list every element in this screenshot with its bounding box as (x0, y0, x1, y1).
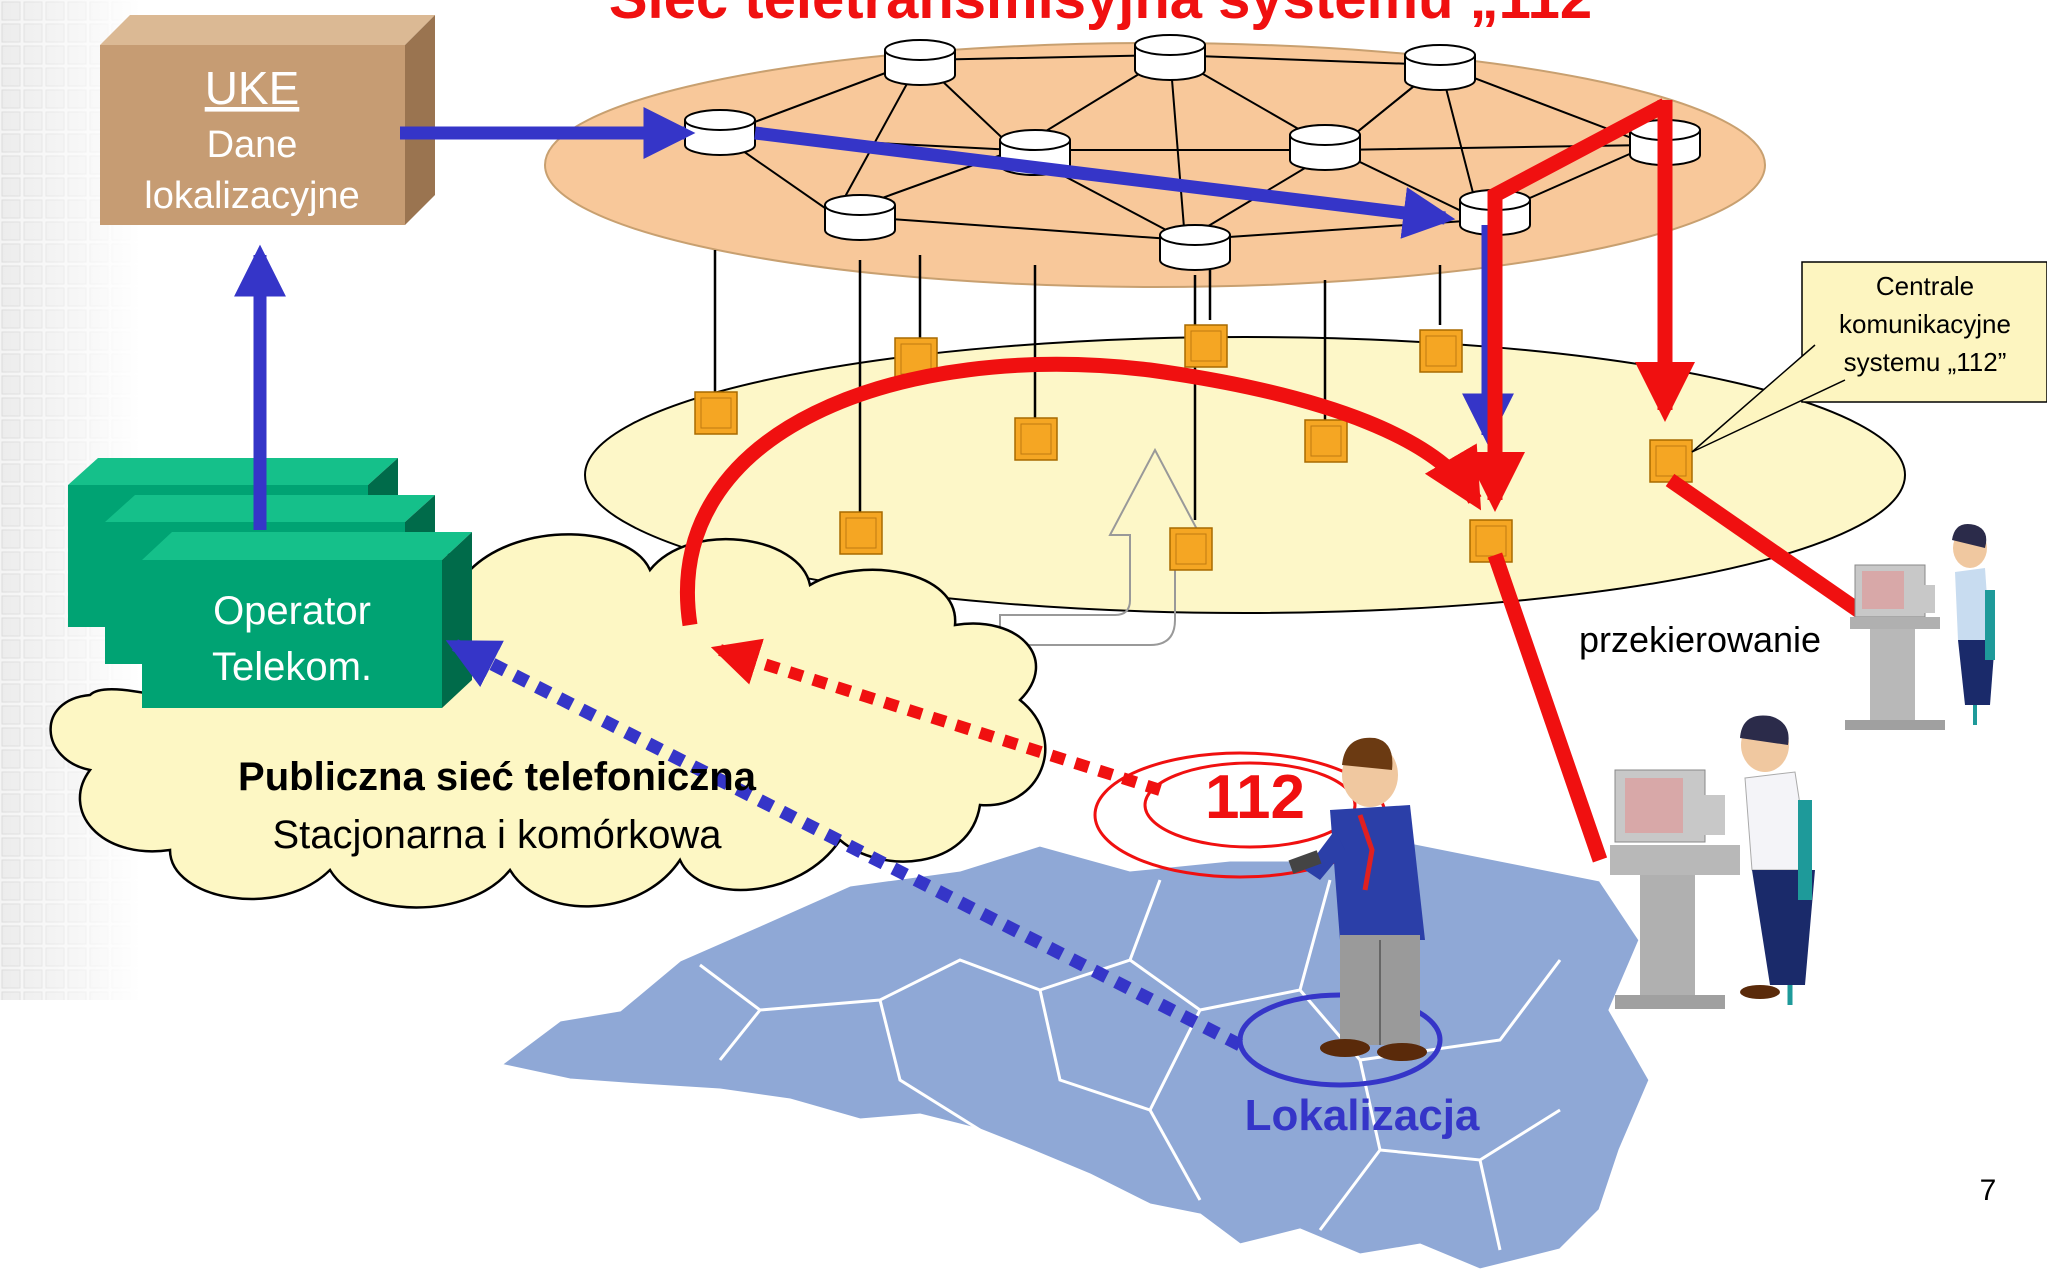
network-node (1134, 34, 1206, 81)
cube-node (1184, 324, 1228, 368)
dispatcher-workstation-small (1845, 524, 1995, 730)
communication-centres-ring (584, 336, 1906, 614)
uke-line2: lokalizacyjne (144, 175, 359, 217)
callout-line2: komunikacyjne (1839, 309, 2011, 339)
cube-node (694, 391, 738, 435)
cloud-title: Publiczna sieć telefoniczna (238, 755, 757, 799)
caller-figure (1288, 737, 1427, 1061)
red-routing-arrows (680, 98, 1695, 627)
page-number: 7 (1980, 1174, 1997, 1207)
blue-dotted-arrow (445, 639, 1243, 1051)
cube-node (1014, 417, 1058, 461)
uke-box (100, 15, 435, 225)
cube-node (1304, 419, 1348, 463)
network-node (824, 194, 896, 241)
red-dotted-arrow (710, 638, 1162, 796)
callout-line1: Centrale (1876, 271, 1974, 301)
uke-line1: Dane (207, 124, 298, 166)
network-node (884, 39, 956, 86)
cube-node (1469, 519, 1513, 563)
emergency-number-label: 112 (1205, 763, 1305, 832)
hollow-up-arrow (999, 447, 1202, 646)
poland-map (496, 838, 1652, 1272)
cloud-subtitle: Stacjonarna i komórkowa (272, 813, 722, 857)
cube-node (839, 511, 883, 555)
red-redirect-lines (1487, 473, 1870, 863)
network-node (1289, 124, 1361, 171)
cube-node (1649, 439, 1693, 483)
page-title: Sieć teletransmisyjna systemu „112” (609, 0, 1621, 31)
callout-line3: systemu „112” (1844, 347, 2007, 377)
network-node (684, 109, 756, 156)
operator-line2: Telekom. (212, 645, 372, 689)
cube-node (1419, 329, 1463, 373)
location-label: Lokalizacja (1245, 1091, 1480, 1140)
dispatcher-workstation-large (1610, 715, 1815, 1009)
network-node (1404, 44, 1476, 91)
network-node (1159, 224, 1231, 271)
uke-title: UKE (205, 62, 300, 114)
centre-nodes (694, 324, 1693, 571)
centres-callout (1691, 261, 2047, 453)
cube-node (1169, 527, 1213, 571)
operator-line1: Operator (213, 589, 371, 633)
operator-boxes (68, 458, 472, 708)
redirect-label: przekierowanie (1579, 619, 1821, 660)
